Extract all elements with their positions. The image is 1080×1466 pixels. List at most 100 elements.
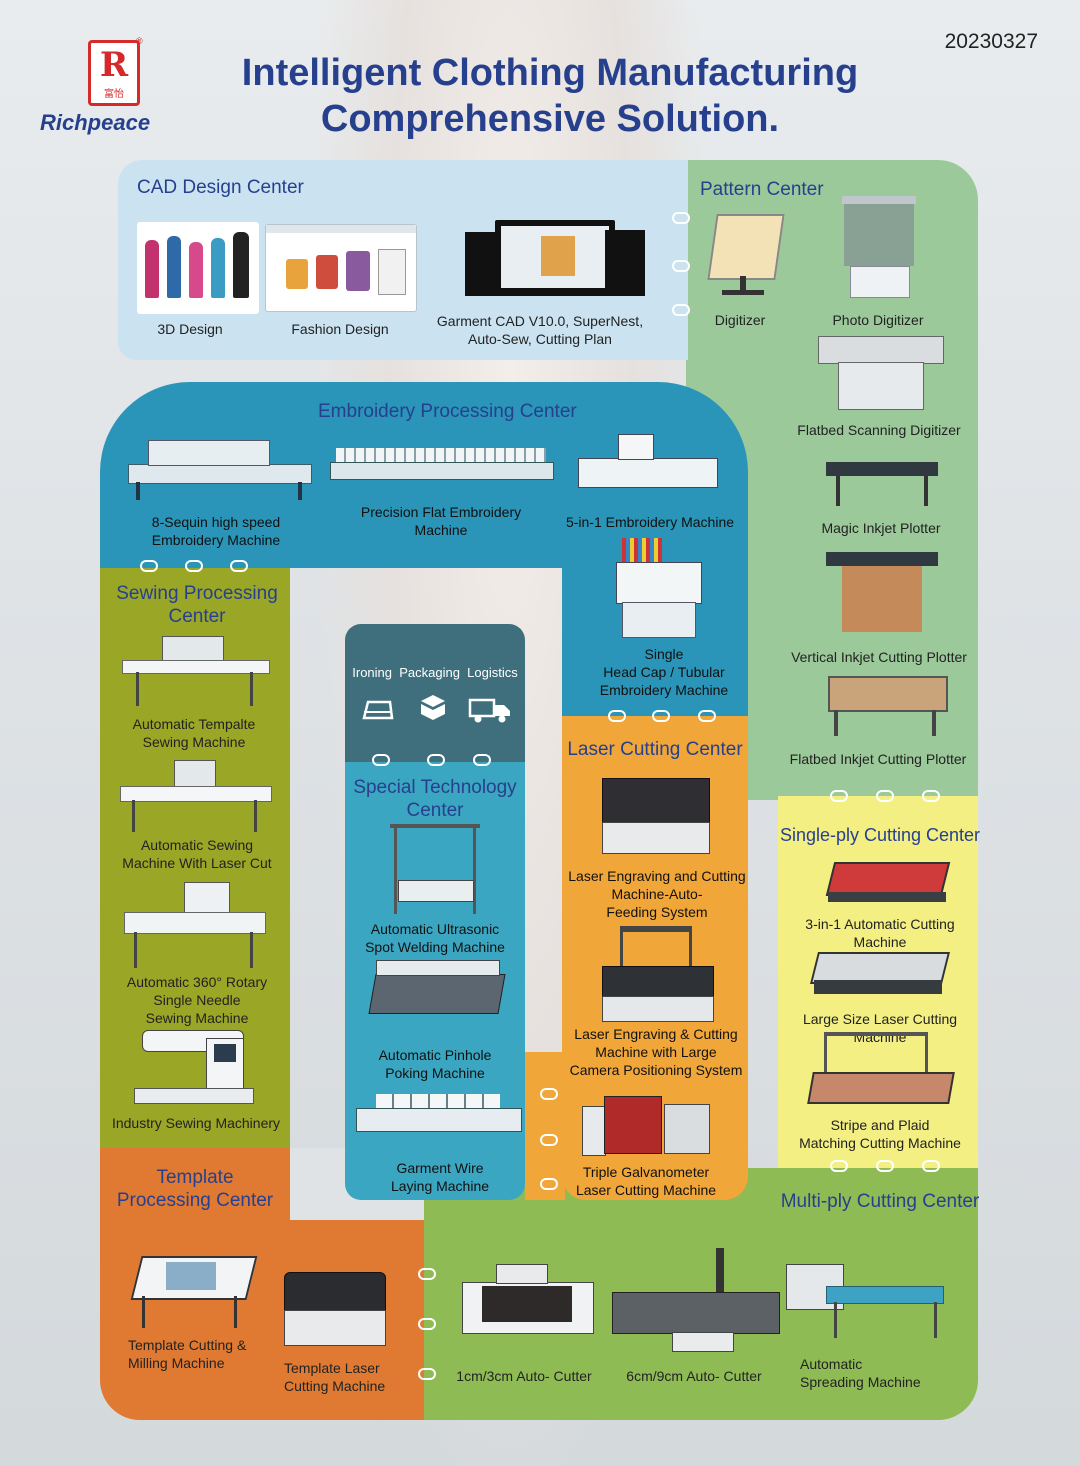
laser-cut-sewing-label: Automatic Sewing Machine With Laser Cut (122, 837, 272, 871)
laser-cut-sewing-machine-image (120, 760, 272, 832)
ring (540, 1134, 558, 1146)
auto-cutter-1cm-3cm-image (462, 1264, 594, 1348)
ring (608, 710, 626, 722)
special-technology-title: Special Technology Center (353, 777, 517, 821)
ring (185, 560, 203, 572)
ring (418, 1268, 436, 1280)
vertical-inkjet-plotter-image (826, 552, 938, 642)
spreading-machine-image (786, 1256, 944, 1340)
3d-design-label: 3D Design (157, 321, 223, 337)
multi-ply-strip (778, 1168, 978, 1218)
logo-mark: R 富怡 (88, 40, 140, 106)
template-sewing-machine-image (122, 636, 270, 708)
pinhole-poking-label: Automatic Pinhole Poking Machine (378, 1047, 492, 1081)
multi-ply-cutting-title: Multi-ply Cutting Center (780, 1191, 980, 1212)
sequin-embroidery-label: 8-Sequin high speed Embroidery Machine (151, 514, 281, 548)
ring (672, 260, 690, 272)
cad-center-title: CAD Design Center (137, 177, 304, 198)
wire-laying-label: Garment Wire Laying Machine (390, 1160, 490, 1194)
single-head-embroidery-label: Single Head Cap / Tubular Embroidery Mac… (599, 646, 729, 698)
camera-positioning-laser-label: Laser Engraving & Cutting Machine with L… (569, 1026, 743, 1078)
three-in-one-cutting-label: 3-in-1 Automatic Cutting Machine (805, 916, 955, 950)
template-milling-machine-image (126, 1244, 258, 1330)
iron-icon (362, 700, 394, 720)
rotary-sewing-label: Automatic 360° Rotary Single Needle Sewi… (126, 974, 268, 1026)
stripe-plaid-cutting-label: Stripe and Plaid Matching Cutting Machin… (799, 1117, 961, 1151)
logo-letter: R (99, 45, 129, 85)
single-ply-cutting-title: Single-ply Cutting Center (779, 825, 981, 845)
ring (698, 710, 716, 722)
industry-sewing-machine-image (134, 1030, 254, 1106)
camera-positioning-laser-machine-image (598, 926, 716, 1024)
fashion-design-image (265, 224, 417, 312)
flatbed-inkjet-plotter-image (828, 676, 948, 738)
ironing-packaging-panel (345, 624, 525, 762)
ring (540, 1088, 558, 1100)
ring (672, 212, 690, 224)
flat-embroidery-label: Precision Flat Embroidery Machine (360, 504, 522, 538)
five-in-one-embroidery-image (578, 434, 718, 500)
flatbed-inkjet-plotter-label: Flatbed Inkjet Cutting Plotter (789, 751, 967, 767)
digitizer-label: Digitizer (714, 312, 766, 328)
logo-chinese-text: 富怡 (104, 89, 124, 100)
ring (672, 304, 690, 316)
ring (372, 754, 390, 766)
date-code: 20230327 (944, 30, 1038, 53)
digitizer-image (707, 210, 785, 296)
photo-digitizer-image (842, 196, 916, 298)
package-icon (421, 695, 445, 720)
template-laser-cutting-machine-image (284, 1264, 386, 1348)
ring (922, 1160, 940, 1172)
ring (230, 560, 248, 572)
template-laser-cutting-label: Template Laser Cutting Machine (284, 1360, 386, 1394)
pinhole-poking-machine-image (366, 960, 506, 1038)
flatbed-scanning-digitizer-label: Flatbed Scanning Digitizer (797, 422, 961, 438)
auto-cutter-1cm-3cm-label: 1cm/3cm Auto- Cutter (456, 1368, 592, 1384)
laser-gap-strip (525, 1052, 565, 1200)
embroidery-center-title: Embroidery Processing Center (318, 401, 577, 422)
truck-icon (468, 698, 510, 723)
ring (830, 790, 848, 802)
triple-galvanometer-machine-image (582, 1096, 712, 1162)
ring (427, 754, 445, 766)
ultrasonic-welding-label: Automatic Ultrasonic Spot Welding Machin… (365, 921, 505, 955)
ironing-packaging-logistics-title: Ironing Packaging Logistics (352, 665, 518, 680)
garment-cad-label: Garment CAD V10.0, SuperNest, Auto-Sew, … (436, 313, 644, 347)
photo-digitizer-label: Photo Digitizer (832, 312, 924, 328)
five-in-one-embroidery-label: 5-in-1 Embroidery Machine (565, 514, 735, 530)
ring (876, 1160, 894, 1172)
registered-mark: ® (136, 36, 143, 46)
ultrasonic-welding-machine-image (390, 824, 480, 916)
ring (652, 710, 670, 722)
auto-feeding-laser-label: Laser Engraving and Cutting Machine-Auto… (568, 868, 746, 920)
garment-cad-screens-image (465, 220, 645, 300)
flatbed-scanning-digitizer-image (818, 336, 944, 410)
title-line-2: Comprehensive Solution. (320, 98, 780, 140)
3d-design-image (137, 222, 259, 314)
wire-laying-machine-image (356, 1092, 522, 1152)
page-title: Intelligent Clothing Manufacturing Compr… (200, 50, 900, 142)
fashion-design-label: Fashion Design (291, 321, 389, 337)
ring (418, 1368, 436, 1380)
ring (922, 790, 940, 802)
rotary-sewing-machine-image (124, 882, 266, 970)
magic-inkjet-plotter-image (826, 460, 938, 508)
single-head-embroidery-image (612, 538, 712, 638)
magic-inkjet-plotter-label: Magic Inkjet Plotter (821, 520, 941, 536)
sewing-center-title: Sewing Processing Center (116, 583, 278, 627)
auto-feeding-laser-machine-image (594, 770, 718, 862)
triple-galvanometer-label: Triple Galvanometer Laser Cutting Machin… (575, 1164, 717, 1198)
auto-cutter-6cm-9cm-image (612, 1248, 780, 1352)
title-line-1: Intelligent Clothing Manufacturing (241, 52, 859, 94)
ring (830, 1160, 848, 1172)
template-sewing-label: Automatic Tempalte Sewing Machine (132, 716, 256, 750)
sequin-embroidery-machine-image (128, 436, 312, 500)
three-in-one-cutting-machine-image (820, 852, 951, 908)
vertical-inkjet-plotter-label: Vertical Inkjet Cutting Plotter (791, 649, 967, 665)
ring (418, 1318, 436, 1330)
ring (473, 754, 491, 766)
flat-embroidery-machine-image (330, 448, 554, 494)
template-processing-title: Template Processing Center (116, 1167, 274, 1211)
stripe-plaid-cutting-machine-image (800, 1032, 956, 1112)
ring (540, 1178, 558, 1190)
